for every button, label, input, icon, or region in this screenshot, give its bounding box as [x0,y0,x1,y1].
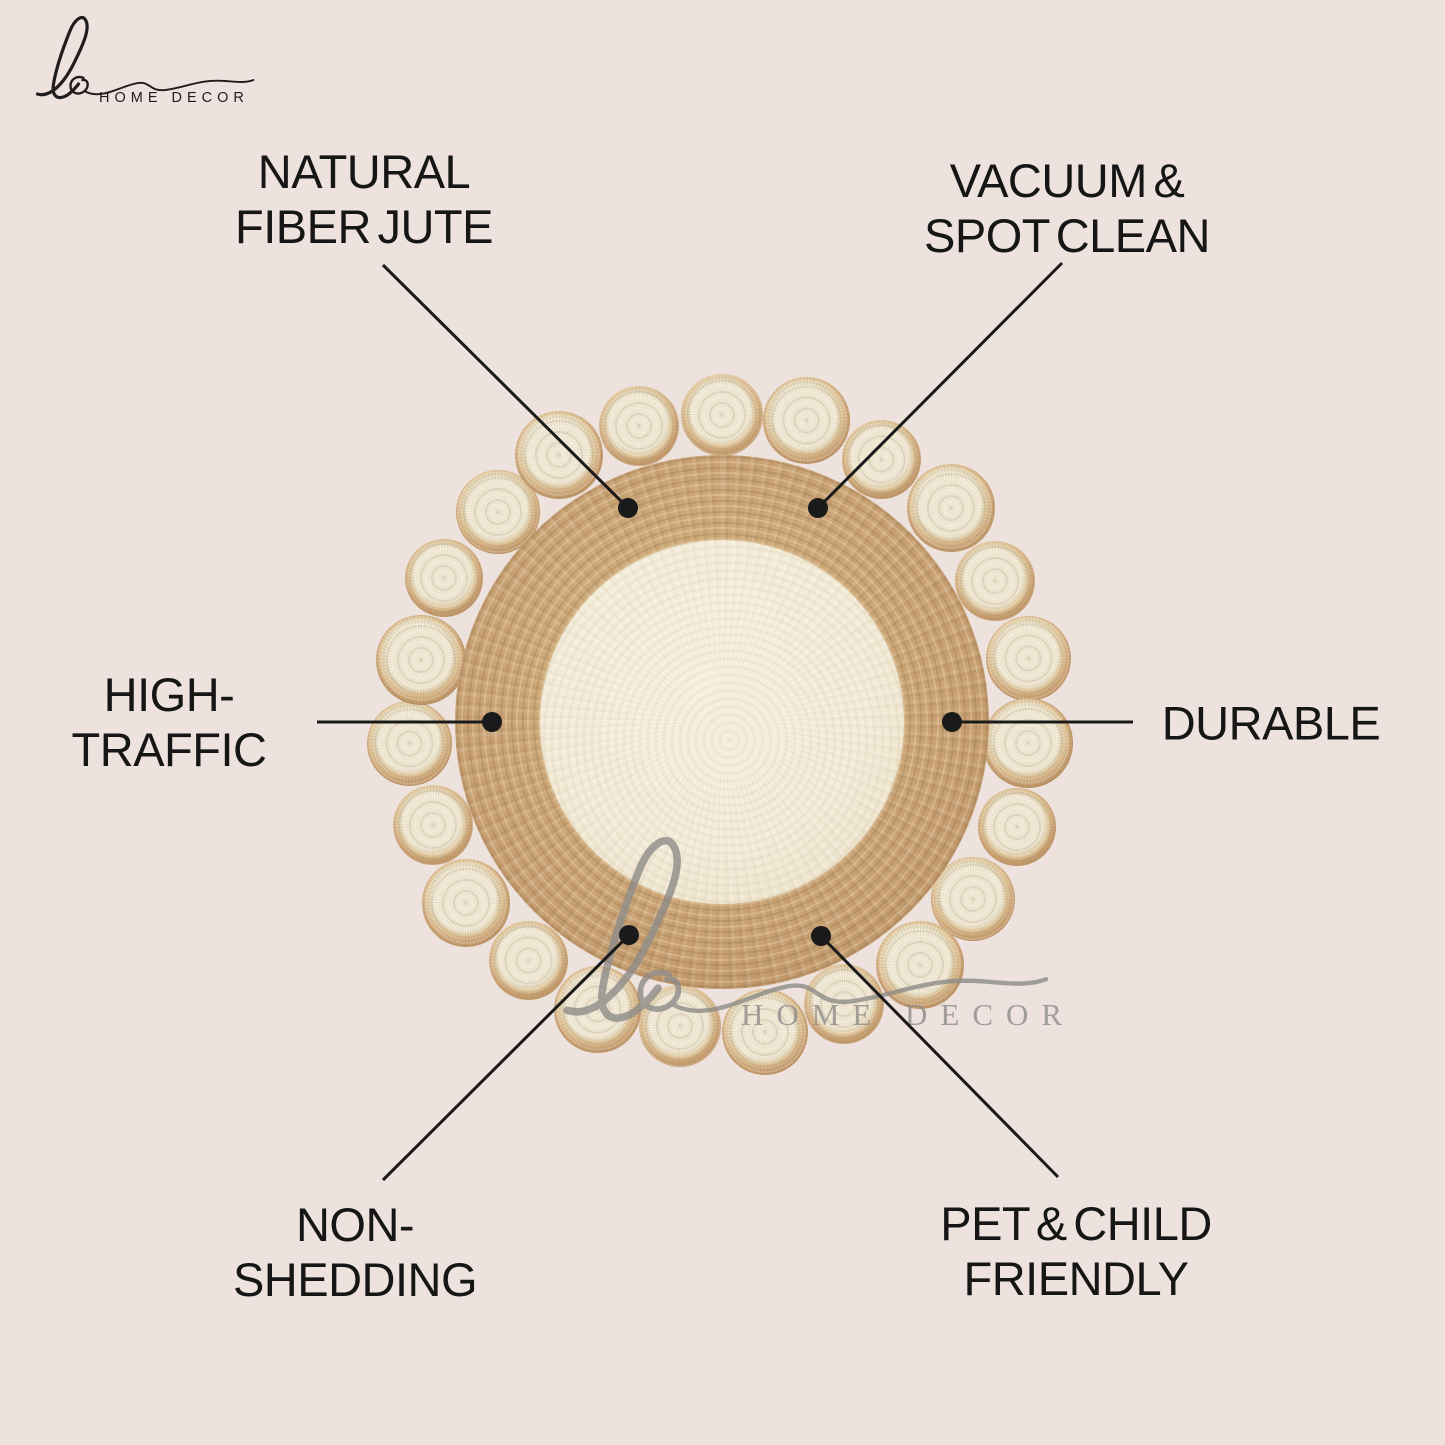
callout-label-non-shedding: NON-SHEDDING [232,1198,478,1306]
rug-border-bead [906,464,995,553]
callout-dot-pet-child-friendly [811,926,831,946]
callout-dot-natural-fiber-jute [618,498,638,518]
callout-label-durable: DURABLE [1161,696,1381,750]
rug-border-bead [367,700,453,786]
rug-border-bead [392,784,473,865]
callout-line-pet-child-friendly [819,934,1060,1179]
callout-dot-non-shedding [619,925,639,945]
brand-logo-subtext: HOME DECOR [99,90,249,106]
rug-border-bead [985,615,1071,701]
rug-border-bead [599,386,680,467]
rug-border-bead [681,374,763,456]
callout-line-natural-fiber-jute [381,263,630,510]
watermark-script-icon [563,836,1049,1022]
rug-border-bead [875,920,964,1009]
rug-border-bead [405,538,484,617]
callout-line-non-shedding [381,933,631,1182]
callout-dot-high-traffic [482,712,502,732]
rug-border-bead [376,614,467,705]
rug-border-bead [515,410,604,499]
rug-border-bead [954,540,1035,621]
rug-cream-center [540,540,904,904]
rug-border-bead [804,963,885,1044]
rug-border-bead [762,377,850,465]
callout-label-high-traffic: HIGH-TRAFFIC [71,668,267,776]
brand-logo: HOME DECOR [25,6,275,116]
rug-border-bead [488,920,568,1000]
rug-border-bead [842,420,921,500]
rug-border-bead [422,858,511,947]
callout-line-vacuum-spot-clean [816,261,1064,510]
watermark: HOME DECOR [545,815,1062,1085]
rug-border-bead [983,697,1074,788]
rug-border-bead [930,857,1015,942]
brand-logo-script-icon [35,15,255,100]
watermark-subtext: HOME DECOR [741,997,1076,1032]
callout-dot-vacuum-spot-clean [808,498,828,518]
rug-border-bead [977,787,1056,866]
callout-label-vacuum-spot-clean: VACUUM &SPOT CLEAN [924,154,1210,262]
callout-dot-durable [942,712,962,732]
